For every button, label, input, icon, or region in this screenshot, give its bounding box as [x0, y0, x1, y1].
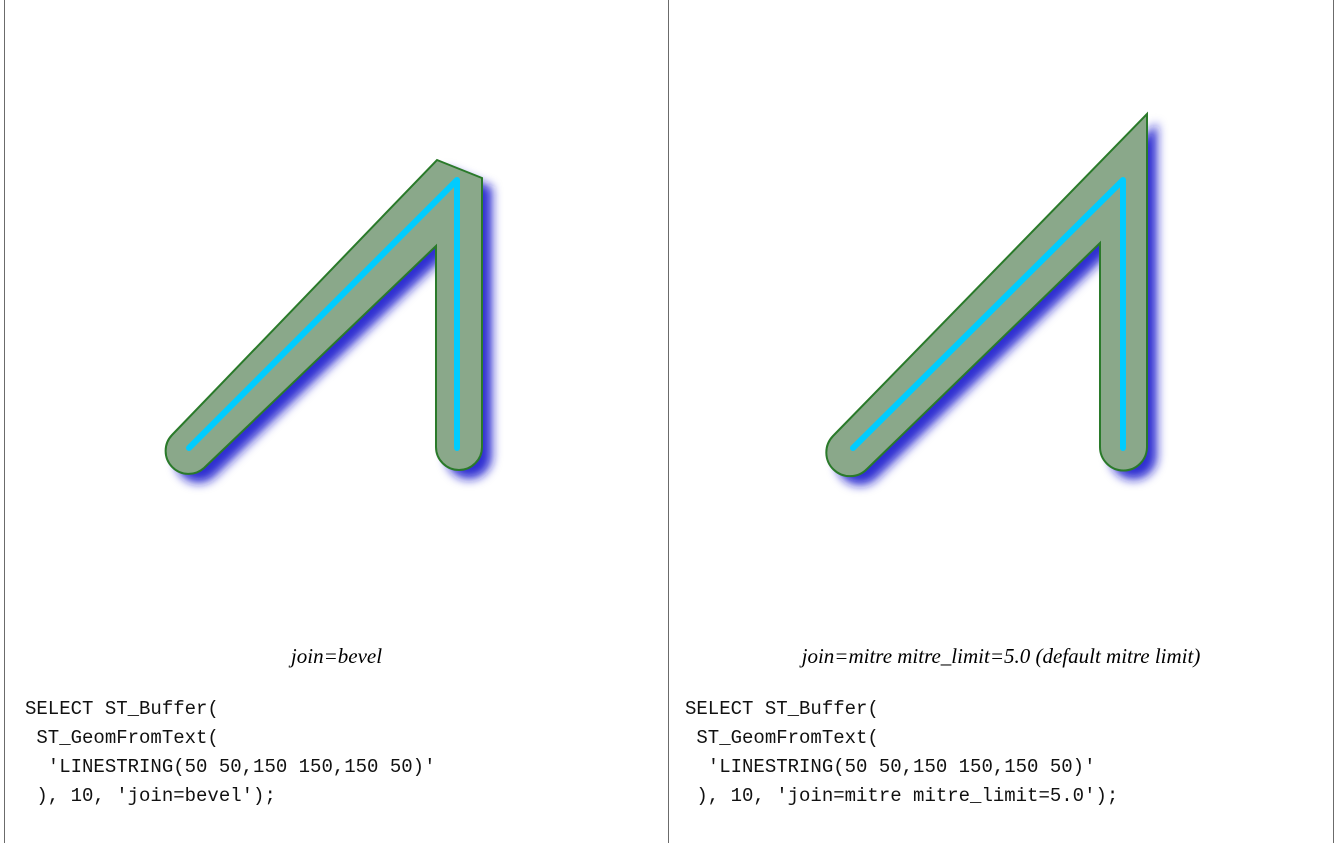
code-line: 'LINESTRING(50 50,150 150,150 50)'	[685, 756, 1096, 778]
panel-bevel: join=bevel SELECT ST_Buffer( ST_GeomFrom…	[5, 0, 668, 843]
code-line: ST_GeomFromText(	[685, 727, 879, 749]
code-block: SELECT ST_Buffer( ST_GeomFromText( 'LINE…	[25, 695, 435, 811]
linestring	[186, 177, 460, 451]
code-line: ST_GeomFromText(	[25, 727, 219, 749]
code-line: ), 10, 'join=mitre mitre_limit=5.0');	[685, 785, 1119, 807]
buffer-polygon	[825, 111, 1148, 478]
caption: join=bevel	[290, 644, 383, 668]
panel-divider	[668, 0, 669, 843]
caption: join=mitre mitre_limit=5.0 (default mitr…	[801, 644, 1201, 668]
code-line: SELECT ST_Buffer(	[25, 698, 219, 720]
code-line: 'LINESTRING(50 50,150 150,150 50)'	[25, 756, 436, 778]
buffer-figure-mitre	[825, 111, 1157, 486]
code-block: SELECT ST_Buffer( ST_GeomFromText( 'LINE…	[685, 695, 1118, 811]
code-line: SELECT ST_Buffer(	[685, 698, 879, 720]
right-border	[1333, 0, 1334, 843]
left-border	[4, 0, 5, 843]
code-line: ), 10, 'join=bevel');	[25, 785, 276, 807]
linestring	[850, 177, 1126, 451]
buffer-figure-bevel	[164, 158, 492, 483]
panel-mitre: join=mitre mitre_limit=5.0 (default mitr…	[669, 0, 1333, 843]
